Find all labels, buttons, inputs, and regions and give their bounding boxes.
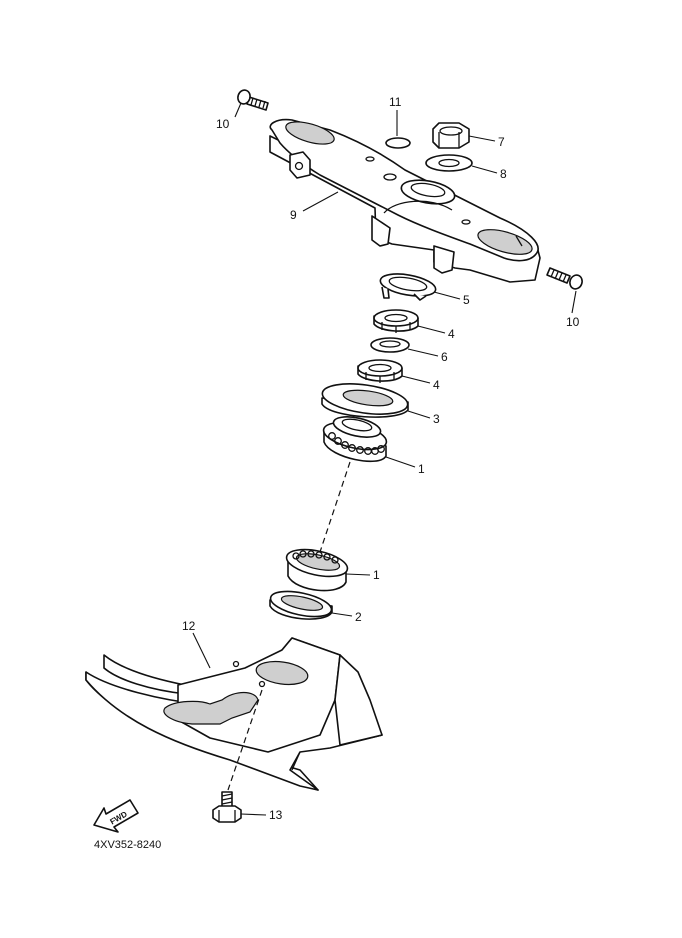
leader-13 bbox=[240, 813, 267, 816]
leader-12 bbox=[192, 632, 211, 669]
cover-12 bbox=[85, 637, 383, 791]
bolt-13 bbox=[212, 791, 242, 823]
diagram-code: 4XV352-8240 bbox=[94, 839, 161, 851]
leader-1-upper bbox=[385, 456, 416, 468]
oring-11 bbox=[385, 137, 411, 149]
callout-8: 8 bbox=[500, 167, 507, 181]
callout-13: 13 bbox=[269, 808, 283, 822]
axis-line-lower bbox=[227, 689, 263, 791]
bolt-10-left bbox=[237, 89, 269, 111]
bearing-1-lower bbox=[285, 548, 349, 592]
callout-10-left: 10 bbox=[216, 117, 230, 131]
ring-nut-4-lower bbox=[357, 359, 403, 383]
leader-5 bbox=[433, 291, 461, 300]
seal-2 bbox=[269, 590, 333, 620]
bolt-10-right bbox=[546, 267, 583, 290]
lock-washer-5 bbox=[379, 273, 437, 301]
leader-7 bbox=[468, 135, 496, 142]
ring-nut-4-upper bbox=[373, 309, 419, 333]
bearing-1-upper bbox=[322, 416, 388, 463]
leader-6 bbox=[407, 348, 439, 357]
callout-4-lower: 4 bbox=[433, 378, 440, 392]
leader-9 bbox=[302, 191, 339, 212]
leader-2 bbox=[331, 612, 353, 617]
callout-1-upper: 1 bbox=[418, 462, 425, 476]
leader-3 bbox=[407, 410, 431, 419]
callout-9: 9 bbox=[290, 208, 297, 222]
washer-6 bbox=[370, 337, 410, 353]
leader-10-right bbox=[571, 290, 577, 314]
callout-10-right: 10 bbox=[566, 315, 580, 329]
callout-11: 11 bbox=[389, 95, 402, 109]
upper-bracket-9 bbox=[269, 118, 541, 283]
callout-5: 5 bbox=[463, 293, 470, 307]
leader-8 bbox=[471, 165, 498, 174]
callout-4-upper: 4 bbox=[448, 327, 455, 341]
leader-4-upper bbox=[417, 325, 446, 334]
callout-2: 2 bbox=[355, 610, 362, 624]
washer-8 bbox=[425, 154, 473, 172]
forward-arrow-icon: FWD bbox=[93, 799, 139, 833]
callout-3: 3 bbox=[433, 412, 440, 426]
axis-line-upper bbox=[319, 461, 351, 553]
callout-6: 6 bbox=[441, 350, 448, 364]
nut-7 bbox=[432, 122, 470, 149]
callout-12: 12 bbox=[182, 619, 196, 633]
callout-7: 7 bbox=[498, 135, 505, 149]
callout-1-lower: 1 bbox=[373, 568, 380, 582]
leader-1-lower bbox=[345, 573, 371, 576]
seal-3 bbox=[321, 383, 409, 418]
leader-10-left bbox=[234, 102, 242, 118]
leader-4-lower bbox=[401, 375, 431, 384]
